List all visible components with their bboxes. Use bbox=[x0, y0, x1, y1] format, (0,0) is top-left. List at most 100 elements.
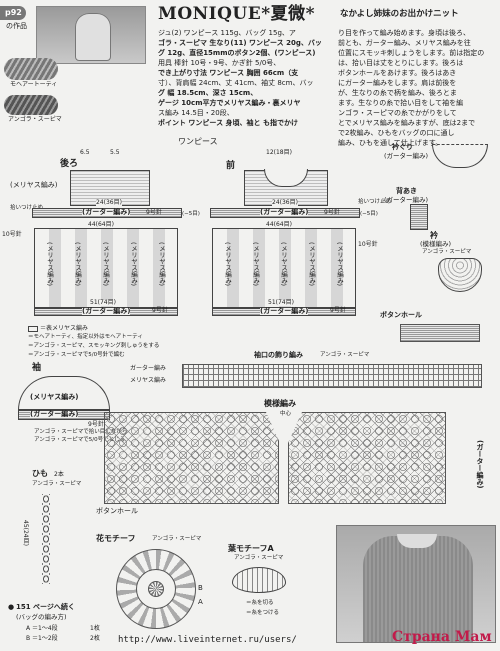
back-width-44: 44(64目) bbox=[88, 221, 114, 228]
continued-arrow-icon: ● bbox=[8, 603, 15, 611]
garment-photo bbox=[36, 6, 146, 64]
collar-edge-label: 衿ぐり bbox=[392, 143, 413, 151]
leaf-shape bbox=[232, 567, 286, 593]
flower-motif-diagram: 花モチーフ アンゴラ・スーピマ bbox=[96, 535, 226, 635]
front-skirt-stockinette-4: (メリヤス編み) bbox=[307, 242, 316, 287]
back-needle-10: 10号針 bbox=[2, 231, 22, 238]
back-skirt-stockinette-2: (メリヤス編み) bbox=[73, 242, 82, 287]
instructions-line: 前とも、ガーター編み、メリヤス編みを往 bbox=[338, 39, 471, 47]
dress-illustration bbox=[75, 13, 111, 61]
back-stockinette-label: (メリヤス編み) bbox=[10, 181, 58, 189]
row-a-note: A ＝1〜4段 bbox=[26, 625, 58, 632]
back-label: 後ろ bbox=[60, 159, 79, 169]
front-needle-10: 10号針 bbox=[358, 241, 378, 248]
collar-label: 衿 bbox=[430, 231, 438, 240]
front-garter-label: (ガーター編み) bbox=[260, 208, 309, 216]
back-skirt-stockinette-5: (メリヤス編み) bbox=[157, 242, 166, 287]
legend-line-1: ＝モヘアトーティ、指定以外はモヘアトーティ bbox=[28, 334, 143, 340]
front-hem-garter-label: (ガーター編み) bbox=[260, 307, 309, 315]
sleeve-label: 袖 bbox=[32, 363, 42, 373]
cord-yarn: アンゴラ・スーピマ bbox=[32, 481, 82, 487]
sleeve-edge-stockinette: メリヤス編み bbox=[130, 377, 167, 384]
back-skirt-stockinette-1: (メリヤス編み) bbox=[45, 242, 54, 287]
yarn-swatch-mohair bbox=[4, 58, 58, 80]
dress-photo bbox=[336, 525, 496, 643]
materials-line: ス編み 14.5目・20段、 bbox=[158, 109, 234, 117]
leaf-motif-yarn: アンゴラ・スーピマ bbox=[234, 555, 284, 561]
instructions-line: は、拾い目は丈をとりにします。後ろは bbox=[338, 59, 464, 67]
sleeve-edge-lace-diagram: 袖口の飾り編み アンゴラ・スーピマ ガーター編み メリヤス編み bbox=[130, 352, 495, 394]
front-skirt-stockinette-5: (メリヤス編み) bbox=[335, 242, 344, 287]
page-subtitle: なかよし姉妹のお出かけニット bbox=[340, 9, 459, 19]
materials-line: ゴラ・スーピマ 生なり(11) ワンピース 20g、バッ bbox=[158, 39, 322, 47]
back-minus5: (−5目) bbox=[182, 211, 200, 217]
page-number: p92 bbox=[5, 8, 22, 17]
row-b-note: B ＝1〜2段 bbox=[26, 635, 58, 642]
back-hem-garter-label: (ガーター編み) bbox=[82, 307, 131, 315]
leaf-motif-label: 葉モチーフA bbox=[228, 544, 274, 553]
cord-chain bbox=[42, 494, 50, 584]
sleeve-edge-lace-label: 袖口の飾り編み bbox=[254, 351, 303, 359]
back-skirt bbox=[34, 228, 178, 308]
yarn-label-mohair: モヘアートーティ bbox=[10, 81, 58, 88]
materials-line: 寸）、背肩幅 24cm、丈 41cm、袖丈 8cm、バッ bbox=[158, 79, 314, 87]
page-number-badge: p92 bbox=[0, 6, 26, 20]
pattern-garter-label: (ガーター編み) bbox=[476, 440, 484, 489]
instructions-line: ます。生なりの糸で拾い目をして袖を編 bbox=[338, 99, 464, 107]
back-yoke-width: 24(36目) bbox=[96, 199, 122, 206]
front-hem-needle: 9号針 bbox=[330, 307, 346, 314]
buttonhole-band bbox=[400, 324, 480, 342]
back-skirt-stockinette-3: (メリヤス編み) bbox=[101, 242, 110, 287]
sleeve-edge-grid bbox=[182, 364, 482, 388]
legend: ＝表メリヤス編み ＝モヘアトーティ、指定以外はモヘアトーティ ＝アンゴラ・スーピ… bbox=[22, 326, 222, 362]
legend-swatch-stockinette bbox=[28, 326, 38, 332]
pattern-knit-diagram: 模様編み 中心 ボタンホール (ガーター編み) bbox=[96, 400, 496, 528]
watermark-url: http://www.liveinternet.ru/users/ bbox=[118, 635, 297, 645]
instructions-line: ンゴラ・スーピマの糸でかがりをして bbox=[338, 109, 457, 117]
instructions-line: り目を作って編み始めます。身頃は後ろ、 bbox=[338, 29, 470, 37]
sleeve-note-2: アンゴラ・スーピマで5/0号でとじる bbox=[34, 437, 126, 443]
materials-line: ポイント ワンピース 身頃、袖と も指でかけ bbox=[158, 119, 298, 127]
cord-diagram: ひも 2本 アンゴラ・スーピマ 45(24目) bbox=[18, 470, 98, 590]
buttonhole-label: ボタンホール bbox=[380, 311, 422, 319]
sleeve-diagram: 袖 (メリヤス編み) (ガーター編み) 9号針 アンゴラ・スーピマで拾い目しなが… bbox=[18, 364, 128, 446]
sleeve-edge-lace-yarn: アンゴラ・スーピマ bbox=[320, 352, 370, 358]
front-width-44: 44(64目) bbox=[266, 221, 292, 228]
front-width-12: 12(18目) bbox=[266, 149, 292, 156]
instructions-line: とでメリヤス編みを編みますが、底は2まで bbox=[338, 119, 476, 127]
center-label: 中心 bbox=[280, 411, 292, 417]
legend-line-2: ＝アンゴラ・スーピマ、スモッキング刺しゅうをする bbox=[28, 343, 160, 349]
pattern-knit-left bbox=[104, 412, 279, 504]
row-a-count: 1枚 bbox=[90, 625, 100, 632]
front-skirt bbox=[212, 228, 356, 308]
row-a-marker: A bbox=[198, 598, 203, 606]
materials-line: でき上がり寸法 ワンピース 胸囲 66cm（支 bbox=[158, 69, 299, 77]
materials-line: 用具 棒針 10号・9号、かぎ針 5/0号、 bbox=[158, 59, 281, 67]
bag-instructions-label: (バッグの編み方) bbox=[16, 613, 67, 621]
back-garter-label: (ガーター編み) bbox=[82, 208, 131, 216]
collar-edge-shape bbox=[432, 144, 488, 168]
front-side-label: 拾いつけ止め bbox=[358, 199, 392, 205]
yarn-label-angora: アンゴラ・スーピマ bbox=[8, 116, 62, 123]
row-b-marker: B bbox=[198, 584, 203, 592]
instructions-line: 位置にスモッキ刺しょうをします。前は指定の bbox=[338, 49, 485, 57]
front-minus5: (−5目) bbox=[360, 211, 378, 217]
flower-motif-yarn: アンゴラ・スーピマ bbox=[152, 536, 202, 542]
back-width-top-b: 5.5 bbox=[110, 149, 120, 156]
leaf-motif-diagram: 葉モチーフA アンゴラ・スーピマ ＝糸を切る ＝糸をつける bbox=[228, 545, 328, 633]
pattern-knit-label: 模様編み bbox=[264, 399, 296, 408]
materials-line: ゲージ 10cm平方でメリヤス編み・裏メリヤ bbox=[158, 99, 301, 107]
cord-label: ひも bbox=[32, 469, 48, 478]
continued-text: 151 ページへ続く bbox=[16, 603, 75, 611]
back-skirt-stockinette-4: (メリヤス編み) bbox=[129, 242, 138, 287]
flower-motif-label: 花モチーフ bbox=[96, 534, 136, 543]
front-body-diagram: 前 12(18目) 24(36目) (ガーター編み) 9号針 拾いつけ止め (−… bbox=[208, 149, 391, 325]
back-needle-9: 9号針 bbox=[146, 209, 162, 216]
front-skirt-stockinette-3: (メリヤス編み) bbox=[279, 242, 288, 287]
flower-center bbox=[148, 581, 164, 597]
back-hem-needle: 9号針 bbox=[152, 307, 168, 314]
materials-line: グ 幅 18.5cm、深さ 15cm、 bbox=[158, 89, 258, 97]
legend-stockinette: ＝表メリヤス編み bbox=[40, 325, 89, 332]
leaf-note-1: ＝糸を切る bbox=[246, 600, 274, 606]
pattern-buttonhole-label: ボタンホール bbox=[96, 507, 138, 515]
